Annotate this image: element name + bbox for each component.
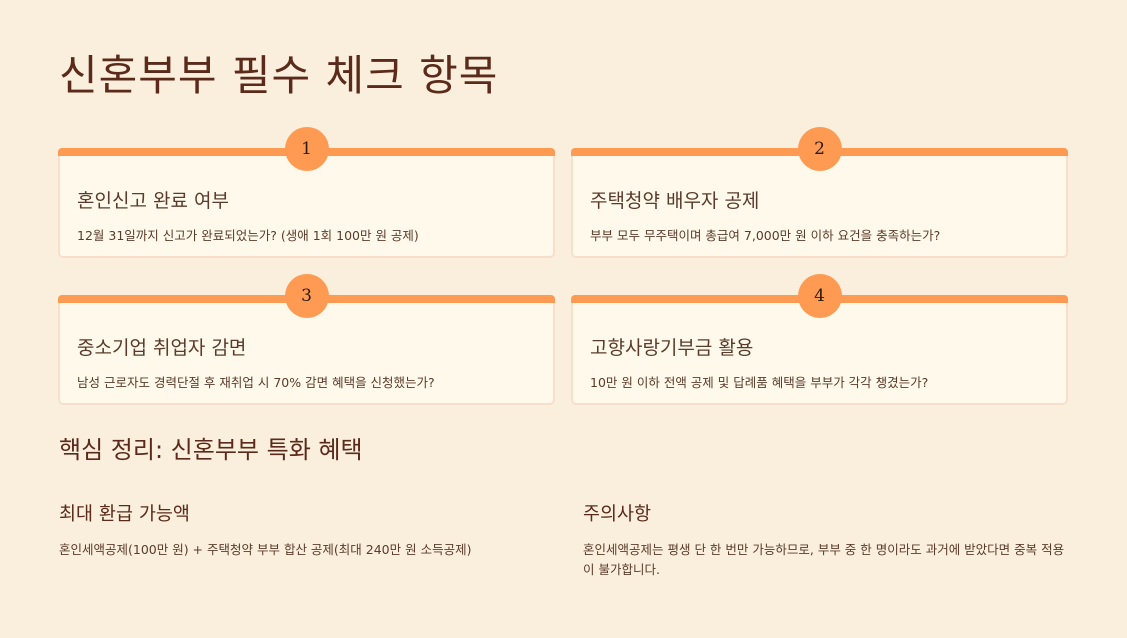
max-refund-heading: 최대 환급 가능액 <box>59 504 190 525</box>
checklist-card-3: 3 중소기업 취업자 감면 남성 근로자도 경력단절 후 재취업 시 70% 감… <box>58 274 555 405</box>
checklist-card-4: 4 고향사랑기부금 활용 10만 원 이하 전액 공제 및 답례품 혜택을 부부… <box>571 274 1068 405</box>
card-title: 중소기업 취업자 감면 <box>77 337 247 359</box>
card-description: 12월 31일까지 신고가 완료되었는가? (생애 1회 100만 원 공제) <box>77 228 419 243</box>
card-number-badge: 2 <box>797 127 842 171</box>
card-description: 남성 근로자도 경력단절 후 재취업 시 70% 감면 혜택을 신청했는가? <box>77 375 435 390</box>
checklist-card-1: 1 혼인신고 완료 여부 12월 31일까지 신고가 완료되었는가? (생애 1… <box>58 127 555 258</box>
caution-text: 혼인세액공제는 평생 단 한 번만 가능하므로, 부부 중 한 명이라도 과거에… <box>583 542 1065 577</box>
card-title: 혼인신고 완료 여부 <box>77 190 229 212</box>
page-title: 신혼부부 필수 체크 항목 <box>59 51 499 100</box>
card-number-badge: 4 <box>797 274 842 318</box>
card-description: 10만 원 이하 전액 공제 및 답례품 혜택을 부부가 각각 챙겼는가? <box>590 375 929 390</box>
card-description: 부부 모두 무주택이며 총급여 7,000만 원 이하 요건을 충족하는가? <box>590 228 941 243</box>
checklist-card-2: 2 주택청약 배우자 공제 부부 모두 무주택이며 총급여 7,000만 원 이… <box>571 127 1068 258</box>
summary-title: 핵심 정리: 신혼부부 특화 혜택 <box>59 436 363 464</box>
card-title: 고향사랑기부금 활용 <box>590 337 754 359</box>
caution-heading: 주의사항 <box>583 504 652 525</box>
card-number-badge: 1 <box>284 127 329 171</box>
card-number-badge: 3 <box>284 274 329 318</box>
card-title: 주택청약 배우자 공제 <box>590 190 760 212</box>
max-refund-text: 혼인세액공제(100만 원) + 주택청약 부부 합산 공제(최대 240만 원… <box>59 542 472 557</box>
